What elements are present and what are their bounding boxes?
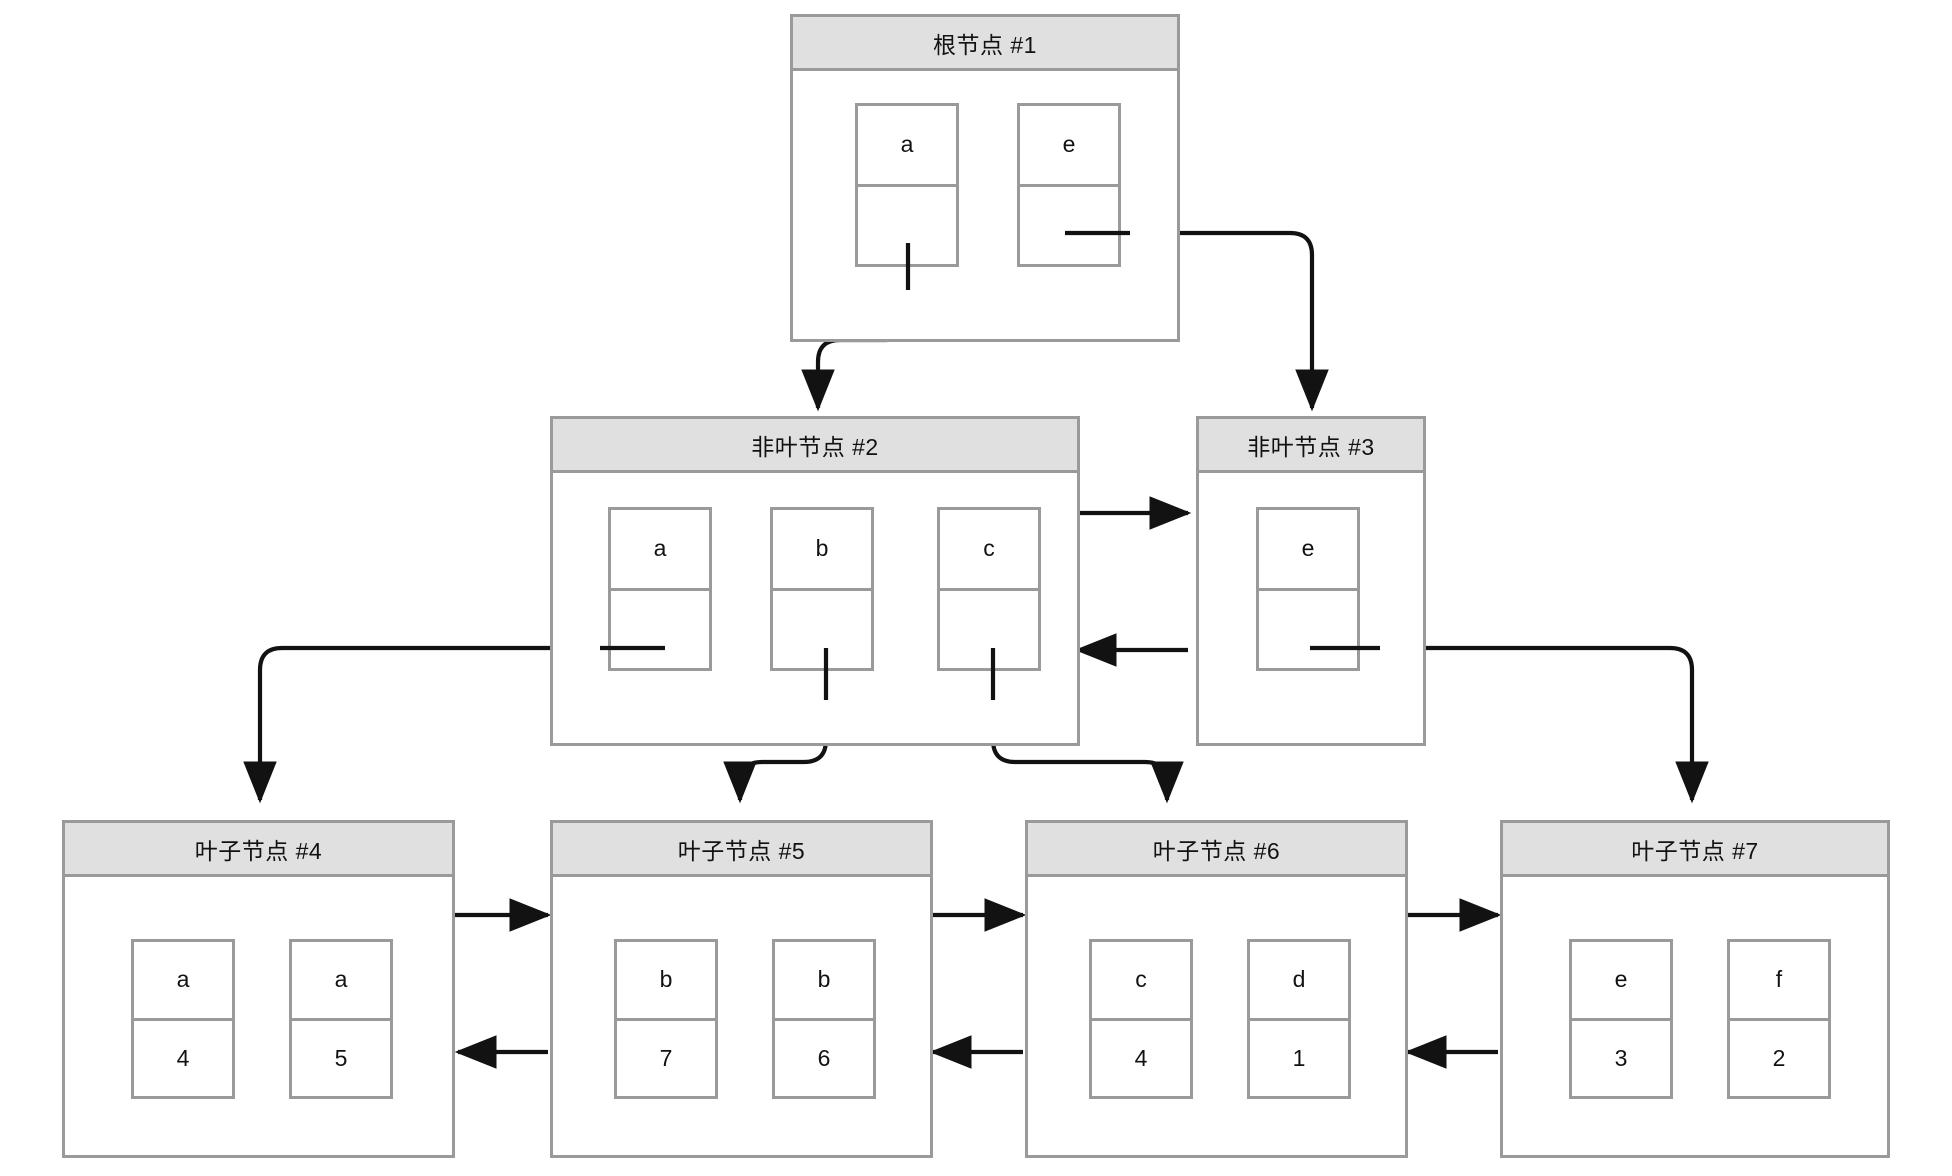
node-leaf6-cell-0[interactable]: c 4	[1089, 939, 1193, 1099]
node-root1-title: 根节点 #1	[793, 17, 1177, 71]
edge-internal2-ptr0-to-leaf4	[243, 645, 665, 804]
node-leaf5-cell-1-value: 6	[817, 1044, 831, 1071]
node-internal2-cell-1[interactable]: b	[770, 507, 874, 671]
edge-internal2-ptr2-to-leaf6	[990, 648, 1184, 804]
node-root1-cell-1-key: e	[1020, 106, 1118, 187]
node-internal3-cell-0-value	[1259, 591, 1357, 669]
node-internal3-cell-0-key: e	[1259, 510, 1357, 591]
node-root1-cell-0[interactable]: a	[855, 103, 959, 267]
node-leaf5-cell-0-value: 7	[659, 1044, 673, 1071]
node-leaf6-cell-0-value: 4	[1134, 1044, 1148, 1071]
node-root1[interactable]: 根节点 #1 a e	[790, 14, 1180, 342]
node-internal3-body: e	[1199, 473, 1423, 743]
edge-internal2-ptr1-to-leaf5	[723, 648, 829, 804]
node-leaf4-body: a 4 a 5	[65, 877, 452, 1155]
node-leaf5-cell-0[interactable]: b 7	[614, 939, 718, 1099]
edge-root-ptr1-to-internal3	[1065, 230, 1329, 412]
node-leaf5[interactable]: 叶子节点 #5 b 7 b 6	[550, 820, 933, 1158]
node-leaf7-cell-0-key: e	[1572, 942, 1670, 1021]
node-root1-cell-0-value	[858, 187, 956, 265]
node-internal3-title: 非叶节点 #3	[1199, 419, 1423, 473]
node-internal2-title: 非叶节点 #2	[553, 419, 1077, 473]
node-leaf4-cell-0-key: a	[134, 942, 232, 1021]
node-leaf4-cell-1[interactable]: a 5	[289, 939, 393, 1099]
node-leaf7-cell-0[interactable]: e 3	[1569, 939, 1673, 1099]
node-leaf4-cell-0[interactable]: a 4	[131, 939, 235, 1099]
node-leaf5-body: b 7 b 6	[553, 877, 930, 1155]
node-leaf7-title: 叶子节点 #7	[1503, 823, 1887, 877]
node-internal2-body: a b c	[553, 473, 1077, 743]
node-root1-cell-1[interactable]: e	[1017, 103, 1121, 267]
edge-internal3-ptr0-to-leaf7	[1310, 645, 1709, 804]
node-internal2-cell-0-key: a	[611, 510, 709, 591]
node-internal3-cell-0[interactable]: e	[1256, 507, 1360, 671]
node-leaf5-cell-1-key: b	[775, 942, 873, 1021]
node-root1-cell-0-key: a	[858, 106, 956, 187]
node-internal2[interactable]: 非叶节点 #2 a b c	[550, 416, 1080, 746]
node-leaf4-cell-0-value: 4	[176, 1044, 190, 1071]
node-internal2-cell-2-value	[940, 591, 1038, 669]
node-leaf5-title: 叶子节点 #5	[553, 823, 930, 877]
node-leaf4-cell-1-key: a	[292, 942, 390, 1021]
node-leaf7-cell-1-key: f	[1730, 942, 1828, 1021]
node-leaf6-title: 叶子节点 #6	[1028, 823, 1405, 877]
node-leaf4[interactable]: 叶子节点 #4 a 4 a 5	[62, 820, 455, 1158]
node-leaf6[interactable]: 叶子节点 #6 c 4 d 1	[1025, 820, 1408, 1158]
node-leaf7-body: e 3 f 2	[1503, 877, 1887, 1155]
node-leaf5-cell-0-key: b	[617, 942, 715, 1021]
node-internal3[interactable]: 非叶节点 #3 e	[1196, 416, 1426, 746]
node-leaf5-cell-1[interactable]: b 6	[772, 939, 876, 1099]
node-leaf6-cell-1-value: 1	[1292, 1044, 1306, 1071]
node-leaf7-cell-0-value: 3	[1614, 1044, 1628, 1071]
node-internal2-cell-1-key: b	[773, 510, 871, 591]
node-internal2-cell-0[interactable]: a	[608, 507, 712, 671]
node-internal2-cell-1-value	[773, 591, 871, 669]
node-root1-body: a e	[793, 71, 1177, 339]
node-leaf6-cell-1[interactable]: d 1	[1247, 939, 1351, 1099]
node-leaf4-title: 叶子节点 #4	[65, 823, 452, 877]
node-leaf6-cell-0-key: c	[1092, 942, 1190, 1021]
node-leaf6-body: c 4 d 1	[1028, 877, 1405, 1155]
node-leaf7-cell-1[interactable]: f 2	[1727, 939, 1831, 1099]
node-leaf7-cell-1-value: 2	[1772, 1044, 1786, 1071]
node-internal2-cell-0-value	[611, 591, 709, 669]
node-internal2-cell-2[interactable]: c	[937, 507, 1041, 671]
node-leaf4-cell-1-value: 5	[334, 1044, 348, 1071]
node-leaf7[interactable]: 叶子节点 #7 e 3 f 2	[1500, 820, 1890, 1158]
node-internal2-cell-2-key: c	[940, 510, 1038, 591]
node-root1-cell-1-value	[1020, 187, 1118, 265]
node-leaf6-cell-1-key: d	[1250, 942, 1348, 1021]
